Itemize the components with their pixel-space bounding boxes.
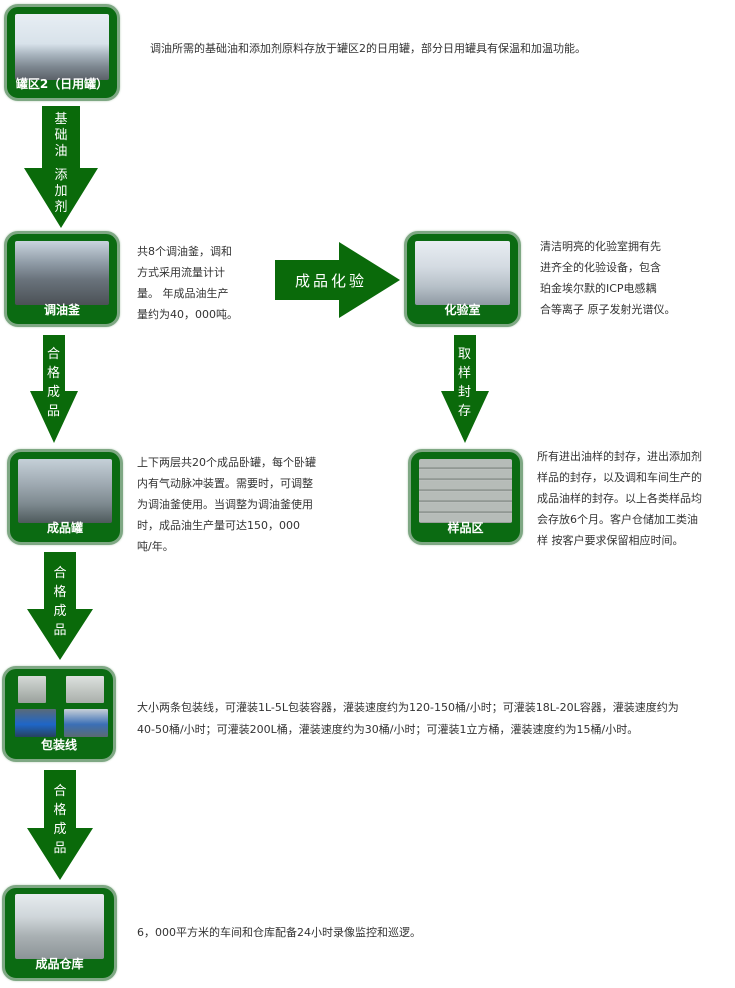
laboratory-description: 清洁明亮的化验室拥有先 进齐全的化验设备，包含 珀金埃尔默的ICP电感耦 合等离…	[540, 240, 676, 316]
arrow-qualified-product-1: 合 格 成 品	[19, 335, 89, 443]
packaging-line-label: 包装线	[40, 738, 77, 752]
sample-shelves-photo	[419, 459, 512, 523]
blending-kettle-photo	[15, 241, 109, 305]
right-arrow-icon	[275, 242, 400, 318]
sample-area-card: 样品区	[408, 449, 523, 545]
tank-area-card: 罐区2（日用罐）	[4, 4, 120, 101]
finished-tanks-description: 上下两层共20个成品卧罐，每个卧罐 内有气动脉冲装置。需要时，可调整 为调油釜使…	[137, 456, 316, 553]
packaging-photo-3	[15, 709, 56, 737]
arrow-sampling-sealing: 取 样 封 存	[430, 335, 500, 443]
packaging-photo-1	[18, 676, 46, 703]
arrow-base-oil-additive: 基 础 油 添 加 剂	[22, 106, 100, 228]
down-arrow-icon	[30, 335, 78, 443]
laboratory-card: 化验室	[404, 231, 521, 327]
blending-kettle-description: 共8个调油釜，调和 方式采用流量计计 量。 年成品油生产 量约为40，000吨。	[137, 245, 238, 321]
tank-area-label: 罐区2（日用罐）	[15, 77, 109, 91]
sample-area-description: 所有进出油样的封存，进出添加剂 样品的封存，以及调和车间生产的 成品油样的封存。…	[537, 450, 702, 547]
packaging-photo-2	[66, 676, 104, 703]
packaging-photo-4	[64, 709, 108, 737]
down-arrow-icon	[27, 770, 93, 880]
blending-kettle-card: 调油釜	[4, 231, 120, 327]
down-arrow-icon	[27, 552, 93, 660]
down-arrow-icon	[24, 106, 98, 228]
finished-tanks-label: 成品罐	[46, 521, 83, 535]
storage-tanks-photo	[15, 14, 109, 80]
warehouse-card: 成品仓库	[2, 885, 117, 981]
arrow-finished-inspection: 成品化验	[275, 242, 400, 318]
down-arrow-icon	[441, 335, 489, 443]
laboratory-label: 化验室	[444, 303, 481, 317]
packaging-line-card: 包装线	[2, 666, 116, 762]
sample-area-label: 样品区	[447, 521, 484, 535]
finished-tanks-card: 成品罐	[7, 449, 123, 545]
warehouse-label: 成品仓库	[35, 957, 84, 971]
warehouse-description: 6，000平方米的车间和仓库配备24小时录像监控和巡逻。	[137, 926, 421, 939]
arrow-qualified-product-2: 合 格 成 品	[22, 552, 98, 660]
packaging-line-description: 大小两条包装线，可灌装1L-5L包装容器，灌装速度约为120-150桶/小时；可…	[137, 701, 679, 736]
warehouse-photo	[15, 894, 104, 959]
blending-kettle-label: 调油釜	[43, 303, 80, 317]
tank-area-description: 调油所需的基础油和添加剂原料存放于罐区2的日用罐，部分日用罐具有保温和加温功能。	[150, 42, 586, 55]
arrow-qualified-product-3: 合 格 成 品	[22, 770, 98, 880]
laboratory-photo	[415, 241, 510, 305]
arrow-sampling-sealing	[307, 335, 377, 443]
finished-tanks-photo	[18, 459, 112, 523]
